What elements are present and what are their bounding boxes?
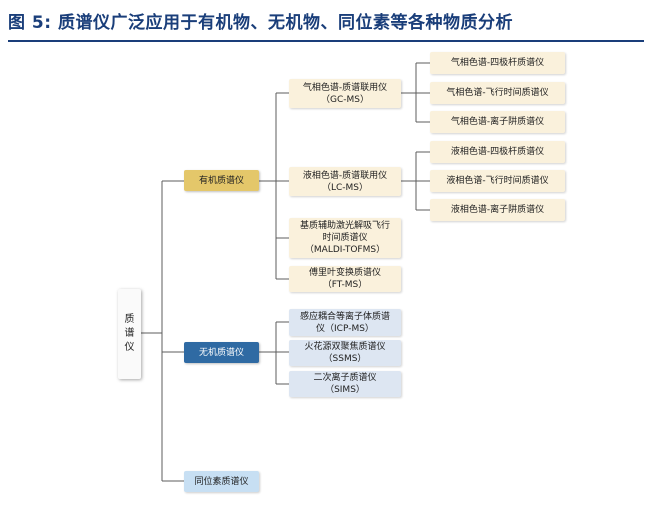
node-lcms: 液相色谱-质谱联用仪 （LC-MS） xyxy=(289,167,401,196)
node-gcms-iontrap-label: 气相色谱-离子阱质谱仪 xyxy=(450,117,545,127)
node-isotope-label: 同位素质谱仪 xyxy=(194,476,249,487)
root-node-mass-spectrometer: 质 谱 仪 xyxy=(118,289,141,379)
node-sims-label: 二次离子质谱仪 （SIMS） xyxy=(313,373,377,395)
node-organic-label: 有机质谱仪 xyxy=(198,175,244,186)
node-gcms-iontrap: 气相色谱-离子阱质谱仪 xyxy=(430,111,565,133)
root-label: 质 谱 仪 xyxy=(124,314,135,353)
node-gcms-label: 气相色谱-质谱联用仪 （GC-MS） xyxy=(302,82,388,105)
node-lcms-tof: 液相色谱-飞行时间质谱仪 xyxy=(430,170,565,192)
node-organic: 有机质谱仪 xyxy=(184,170,259,191)
node-lcms-label: 液相色谱-质谱联用仪 （LC-MS） xyxy=(302,170,388,193)
node-inorganic-label: 无机质谱仪 xyxy=(198,347,244,358)
node-maldi-label: 基质辅助激光解吸飞行 时间质谱仪 （MALDI-TOFMS） xyxy=(299,221,390,255)
node-lcms-quadrupole-label: 液相色谱-四极杆质谱仪 xyxy=(450,147,545,157)
node-sims: 二次离子质谱仪 （SIMS） xyxy=(289,371,401,397)
node-isotope: 同位素质谱仪 xyxy=(184,471,259,492)
node-gcms: 气相色谱-质谱联用仪 （GC-MS） xyxy=(289,79,401,108)
node-lcms-iontrap-label: 液相色谱-离子阱质谱仪 xyxy=(450,205,545,215)
node-gcms-quadrupole: 气相色谱-四极杆质谱仪 xyxy=(430,52,565,74)
node-gcms-quadrupole-label: 气相色谱-四极杆质谱仪 xyxy=(450,58,545,68)
node-icpms: 感应耦合等离子体质谱 仪（ICP-MS） xyxy=(289,309,401,336)
node-inorganic: 无机质谱仪 xyxy=(184,342,259,363)
node-lcms-iontrap: 液相色谱-离子阱质谱仪 xyxy=(430,199,565,221)
node-ftms: 傅里叶变换质谱仪 （FT-MS） xyxy=(289,266,401,292)
node-gcms-tof-label: 气相色谱-飞行时间质谱仪 xyxy=(446,88,549,98)
node-icpms-label: 感应耦合等离子体质谱 仪（ICP-MS） xyxy=(299,311,390,334)
figure-title: 图 5: 质谱仪广泛应用于有机物、无机物、同位素等各种物质分析 xyxy=(8,13,513,33)
node-ssms-label: 火花源双聚焦质谱仪 （SSMS） xyxy=(304,342,386,364)
node-lcms-quadrupole: 液相色谱-四极杆质谱仪 xyxy=(430,141,565,163)
node-ftms-label: 傅里叶变换质谱仪 （FT-MS） xyxy=(308,268,381,290)
node-ssms: 火花源双聚焦质谱仪 （SSMS） xyxy=(289,340,401,366)
title-rule xyxy=(8,40,644,42)
node-gcms-tof: 气相色谱-飞行时间质谱仪 xyxy=(430,82,565,104)
node-maldi: 基质辅助激光解吸飞行 时间质谱仪 （MALDI-TOFMS） xyxy=(289,218,401,258)
node-lcms-tof-label: 液相色谱-飞行时间质谱仪 xyxy=(446,176,549,186)
